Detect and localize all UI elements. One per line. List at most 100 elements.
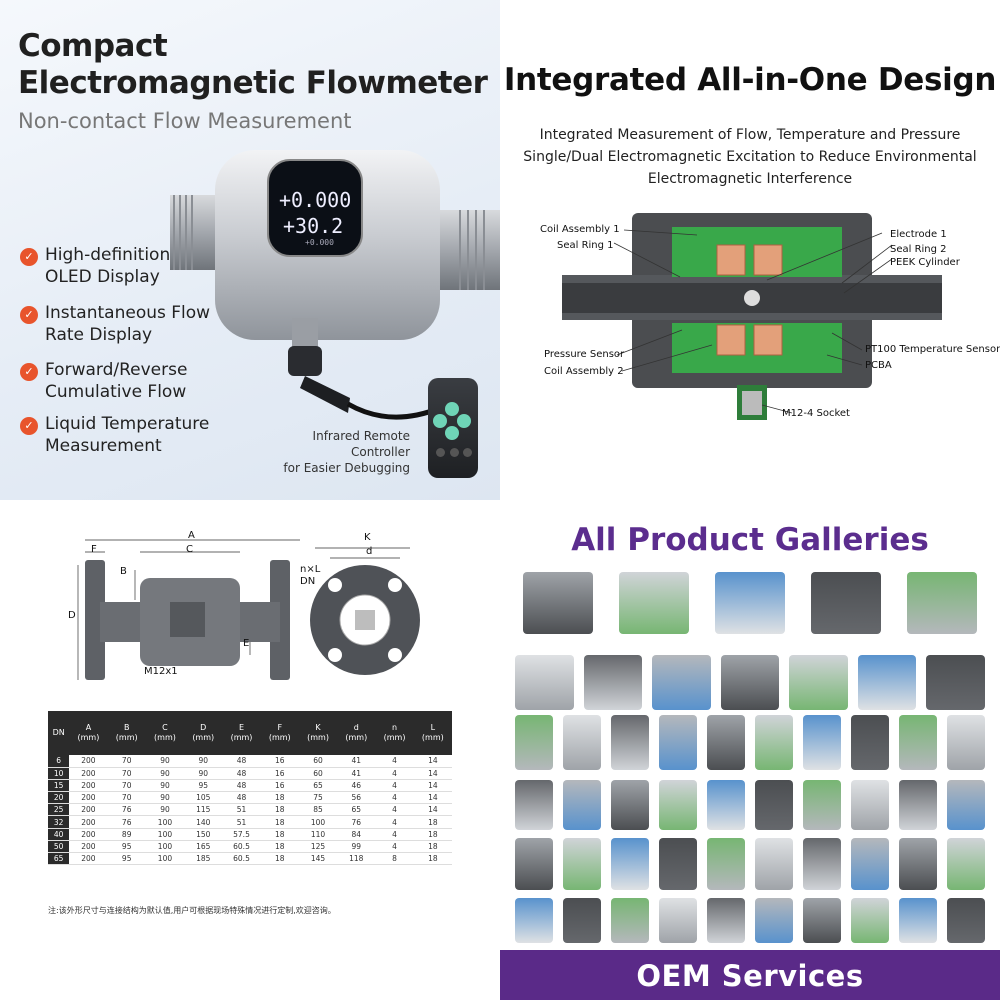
product-thumbnail[interactable] <box>803 898 841 943</box>
remote-caption-line1: Infrared Remote Controller <box>312 429 410 459</box>
product-thumbnail[interactable] <box>926 655 985 710</box>
product-thumbnail[interactable] <box>563 780 601 830</box>
product-thumbnail[interactable] <box>619 572 689 634</box>
table-cell: 65 <box>337 803 376 817</box>
product-thumbnail[interactable] <box>563 715 601 770</box>
product-thumbnail[interactable] <box>755 898 793 943</box>
product-thumbnail[interactable] <box>720 655 780 710</box>
feature-line: Liquid Temperature <box>45 414 210 434</box>
table-cell: 48 <box>222 767 261 780</box>
product-thumbnail[interactable] <box>851 780 889 830</box>
connector-cable-image <box>288 318 440 420</box>
table-cell: 90 <box>145 779 185 793</box>
table-cell: 200 <box>69 815 108 829</box>
table-header: F(mm) <box>260 711 299 755</box>
product-thumbnail[interactable] <box>899 838 937 890</box>
product-thumbnail[interactable] <box>515 838 553 890</box>
remote-caption-line2: for Easier Debugging <box>283 461 410 475</box>
product-thumbnail[interactable] <box>563 898 601 943</box>
product-thumbnail[interactable] <box>899 898 937 943</box>
product-thumbnail[interactable] <box>947 898 985 943</box>
product-thumbnail[interactable] <box>899 780 937 830</box>
product-thumbnail[interactable] <box>899 715 937 770</box>
table-cell: 200 <box>69 803 108 817</box>
remote-controller <box>428 378 478 478</box>
oem-services-banner[interactable]: OEM Services <box>500 950 1000 1000</box>
table-cell: 105 <box>184 791 223 805</box>
product-thumbnail[interactable] <box>659 898 697 943</box>
product-thumbnail[interactable] <box>811 572 881 634</box>
table-cell: 65 <box>298 779 338 793</box>
table-cell: 18 <box>260 815 299 829</box>
product-thumbnail[interactable] <box>659 780 697 830</box>
table-cell: 200 <box>69 840 108 854</box>
product-thumbnail[interactable] <box>515 715 553 770</box>
product-thumbnail[interactable] <box>515 898 553 943</box>
product-thumbnail[interactable] <box>803 715 841 770</box>
product-thumbnail[interactable] <box>707 715 745 770</box>
product-thumbnail[interactable] <box>652 655 711 710</box>
product-thumbnail[interactable] <box>947 780 985 830</box>
table-header: C(mm) <box>145 711 185 755</box>
product-thumbnail[interactable] <box>523 572 593 634</box>
table-cell: 90 <box>145 803 185 817</box>
product-thumbnail[interactable] <box>851 838 889 890</box>
hero-subtitle: Non-contact Flow Measurement <box>18 109 352 133</box>
product-thumbnail[interactable] <box>707 780 745 830</box>
table-cell: 18 <box>260 840 299 854</box>
product-thumbnail[interactable] <box>789 655 848 710</box>
table-cell: 20 <box>48 791 70 805</box>
table-cell: 70 <box>107 755 146 768</box>
check-icon: ✓ <box>20 417 38 435</box>
product-thumbnail[interactable] <box>583 655 643 710</box>
product-thumbnail[interactable] <box>857 655 917 710</box>
table-cell: 90 <box>184 767 223 780</box>
table-cell: 4 <box>375 767 414 780</box>
table-cell: 10 <box>48 767 70 780</box>
table-cell: 4 <box>375 840 414 854</box>
product-thumbnail[interactable] <box>659 715 697 770</box>
table-cell: 51 <box>222 803 261 817</box>
product-thumbnail[interactable] <box>947 715 985 770</box>
product-thumbnail[interactable] <box>515 780 553 830</box>
table-cell: 100 <box>145 840 185 854</box>
product-thumbnail[interactable] <box>755 780 793 830</box>
label-pt100-sensor: PT100 Temperature Sensor <box>865 344 1000 355</box>
product-thumbnail[interactable] <box>907 572 977 634</box>
table-cell: 100 <box>145 815 185 829</box>
dim-label-b: B <box>120 566 127 577</box>
product-thumbnail[interactable] <box>851 898 889 943</box>
product-thumbnail[interactable] <box>611 898 649 943</box>
design-description: Integrated Measurement of Flow, Temperat… <box>500 124 1000 190</box>
table-cell: 40 <box>48 828 70 841</box>
product-thumbnail[interactable] <box>659 838 697 890</box>
product-thumbnail[interactable] <box>611 780 649 830</box>
table-cell: 60 <box>298 767 338 780</box>
product-thumbnail[interactable] <box>707 838 745 890</box>
product-thumbnail[interactable] <box>803 838 841 890</box>
product-thumbnail[interactable] <box>515 655 574 710</box>
table-cell: 4 <box>375 803 414 817</box>
table-header: A(mm) <box>69 711 108 755</box>
product-thumbnail[interactable] <box>611 838 649 890</box>
table-cell: 41 <box>337 755 376 768</box>
table-cell: 99 <box>337 840 376 854</box>
product-thumbnail[interactable] <box>563 838 601 890</box>
product-thumbnail[interactable] <box>707 898 745 943</box>
product-thumbnail[interactable] <box>755 838 793 890</box>
product-thumbnail[interactable] <box>947 838 985 890</box>
product-thumbnail[interactable] <box>803 780 841 830</box>
product-thumbnail[interactable] <box>715 572 785 634</box>
table-cell: 25 <box>48 803 70 817</box>
product-thumbnail[interactable] <box>611 715 649 770</box>
product-thumbnail[interactable] <box>755 715 793 770</box>
design-panel: Integrated All-in-One Design Integrated … <box>500 0 1000 500</box>
table-cell: 48 <box>222 755 261 768</box>
product-thumbnail[interactable] <box>851 715 889 770</box>
table-cell: 14 <box>413 767 452 780</box>
table-cell: 165 <box>184 840 223 854</box>
table-cell: 4 <box>375 755 414 768</box>
